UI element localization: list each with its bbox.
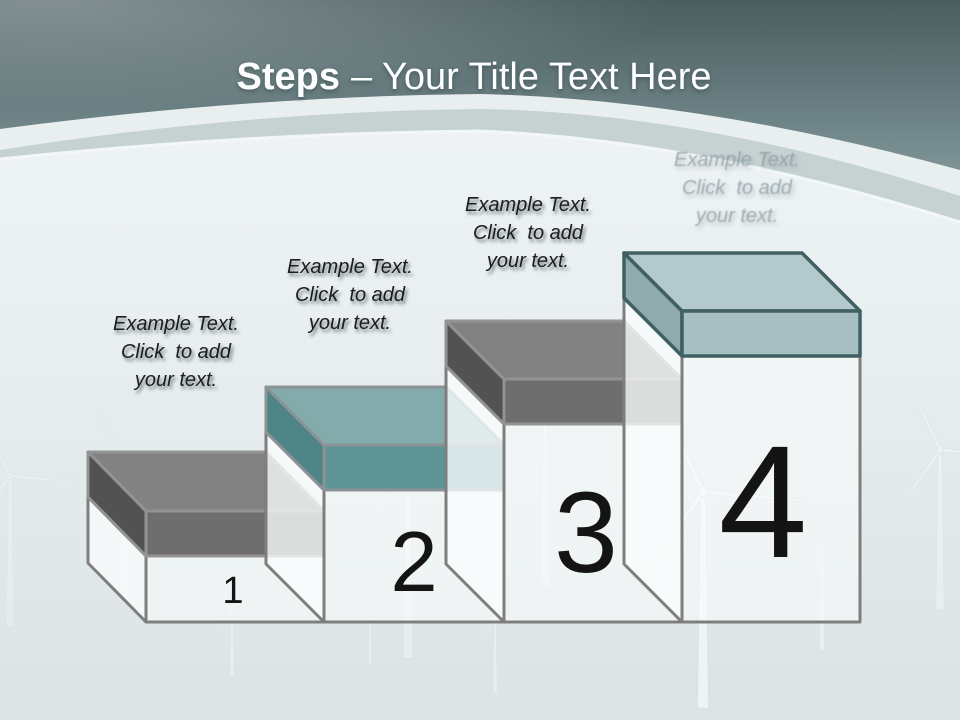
step-4-label-line: your text. — [695, 205, 779, 227]
step-3-label-line: Example Text. — [465, 194, 591, 216]
step-4-label[interactable]: Example Text. Click to add your text. — [674, 146, 800, 230]
step-4-column-front — [680, 354, 862, 624]
step-4-label-line: Click to add — [681, 177, 793, 199]
header-corner-glow — [0, 0, 960, 170]
step-1-label-line: Example Text. — [113, 313, 239, 335]
step-3-label[interactable]: Example Text. Click to add your text. — [465, 191, 591, 275]
step-4: 4 — [622, 251, 862, 624]
step-3-label-line: Click to add — [472, 222, 584, 244]
slide-title-bold: Steps — [236, 56, 340, 98]
step-3-label-line: your text. — [486, 250, 570, 272]
step-1-label-line: your text. — [134, 369, 218, 391]
step-1-label[interactable]: Example Text. Click to add your text. — [113, 310, 239, 394]
step-2-label-line: your text. — [308, 312, 392, 334]
step-2-number: 2 — [390, 515, 437, 610]
slide-title-rest: – Your Title Text Here — [350, 56, 712, 98]
step-1-label-line: Click to add — [120, 341, 232, 363]
step-3-number: 3 — [554, 469, 618, 597]
step-1-number: 1 — [222, 570, 243, 612]
step-2-label[interactable]: Example Text. Click to add your text. — [287, 253, 413, 337]
step-4-lid-front-face — [680, 309, 862, 358]
step-2-label-line: Example Text. — [287, 256, 413, 278]
step-2-label-line: Click to add — [294, 284, 406, 306]
slide-title[interactable]: Steps – Your Title Text Here — [0, 56, 948, 99]
step-4-number: 4 — [719, 412, 808, 591]
step-4-label-line: Example Text. — [674, 149, 800, 171]
header-curve-highlight — [0, 129, 960, 224]
